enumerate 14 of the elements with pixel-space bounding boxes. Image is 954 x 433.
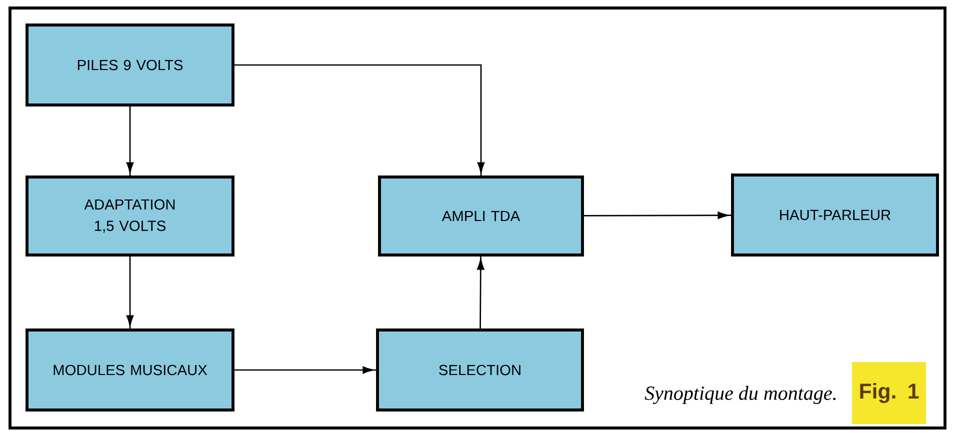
arrow xyxy=(234,366,376,374)
block-box: PILES 9 VOLTS xyxy=(26,24,234,106)
block-box: SELECTION xyxy=(376,328,584,412)
figure-number-tag: Fig. 1 xyxy=(852,362,926,424)
arrow xyxy=(126,256,134,329)
caption: Synoptique du montage. xyxy=(644,386,836,404)
block-box: MODULES MUSICAUX xyxy=(26,328,234,412)
arrow xyxy=(126,106,134,176)
arrow xyxy=(477,256,484,329)
block-box: AMPLI TDA xyxy=(378,176,584,256)
arrow xyxy=(584,212,732,219)
arrow xyxy=(234,64,485,176)
block-box: ADAPTATION 1,5 VOLTS xyxy=(26,176,234,256)
block-box: HAUT-PARLEUR xyxy=(731,174,939,256)
